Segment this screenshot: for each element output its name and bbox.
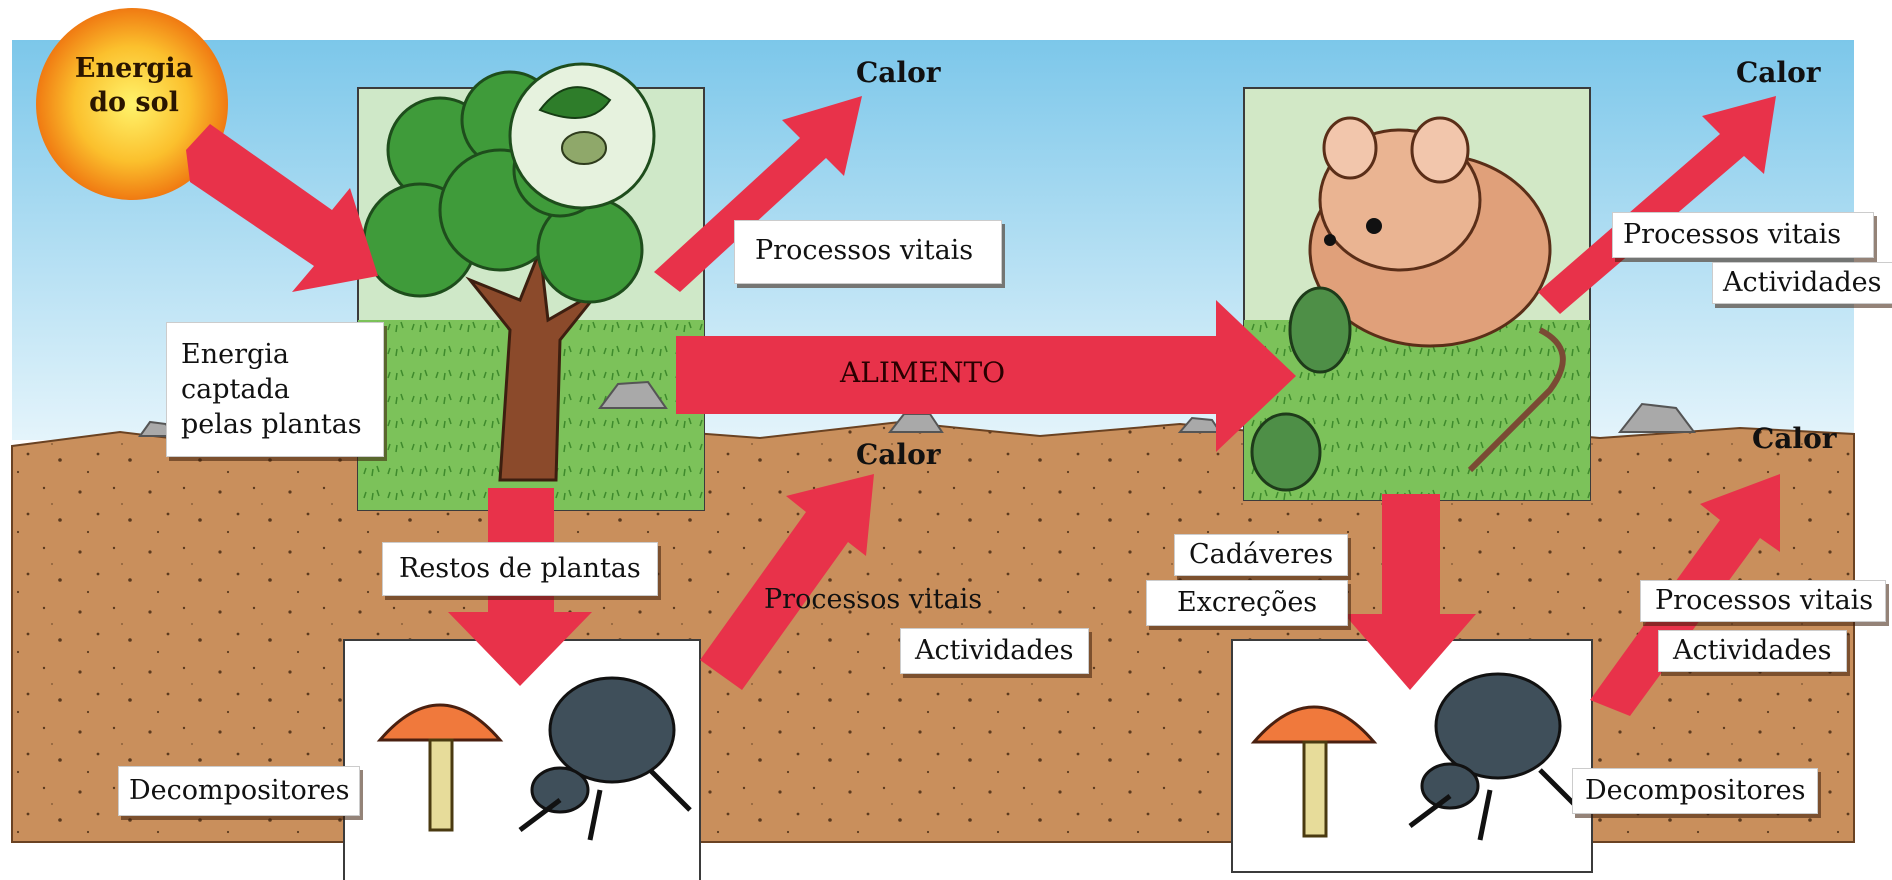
sun-label: Energia do sol	[64, 52, 204, 120]
plant-remains-label: Restos de plantas	[382, 542, 658, 596]
left-decomposers-vital-processes-label: Processos vitais	[754, 580, 986, 620]
right-decomposers-label: Decompositores	[1572, 768, 1818, 814]
consumer-activities-label: Actividades	[1712, 262, 1892, 304]
plant-energy-label: Energia captada pelas plantas	[166, 322, 384, 457]
consumer-vital-processes-label: Processos vitais	[1612, 212, 1874, 258]
producer-panel	[358, 64, 704, 510]
left-decomposers-label: Decompositores	[118, 766, 360, 816]
excretions-label: Excreções	[1146, 580, 1348, 626]
corpses-label: Cadáveres	[1174, 534, 1348, 576]
right-decomposers-heat-label: Calor	[1752, 422, 1837, 455]
producer-heat-label: Calor	[856, 56, 941, 89]
consumer-heat-label: Calor	[1736, 56, 1821, 89]
sun-label-line2: do sol	[64, 86, 204, 120]
producer-vital-processes-label: Processos vitais	[734, 220, 1002, 284]
right-decomposers-activities-label: Actividades	[1658, 630, 1847, 672]
food-flow-label: ALIMENTO	[840, 356, 1005, 389]
sun-label-line1: Energia	[64, 52, 204, 86]
consumer-panel	[1244, 88, 1590, 500]
left-decomposers-activities-label: Actividades	[900, 628, 1089, 674]
left-decomposers-heat-label: Calor	[856, 438, 941, 471]
right-decomposers-vital-processes-label: Processos vitais	[1640, 580, 1886, 622]
